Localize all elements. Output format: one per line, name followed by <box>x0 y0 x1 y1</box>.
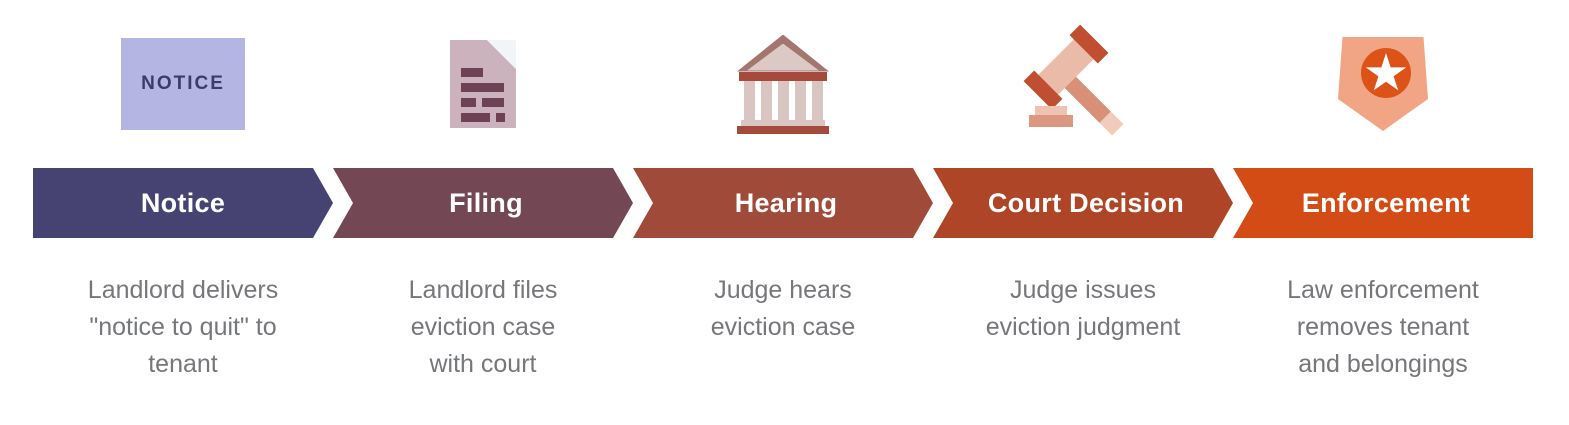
stage-description: Judge hears eviction case <box>710 276 856 341</box>
notice-icon-text: NOTICE <box>141 73 225 94</box>
document-icon <box>450 40 516 128</box>
gavel-sound-block <box>1029 115 1073 127</box>
stage-court-decision: Court Decision Judge issues eviction jud… <box>933 0 1233 383</box>
courthouse-base <box>737 125 829 134</box>
badge-star-icon <box>1338 37 1428 131</box>
stage-description: Law enforcement removes tenant and belon… <box>1287 276 1479 378</box>
courthouse-step <box>741 119 825 126</box>
stage-hearing-icon-area <box>633 0 933 168</box>
stage-description: Landlord delivers "notice to quit" to te… <box>87 276 279 378</box>
stage-filing-icon-area <box>333 0 633 168</box>
courthouse-icon <box>737 34 829 134</box>
stage-filing: Filing Landlord files eviction case with… <box>333 0 633 383</box>
stage-band-notice: Notice <box>33 168 333 238</box>
stage-enforcement: Enforcement Law enforcement removes tena… <box>1233 0 1533 383</box>
gavel-cap <box>1023 70 1063 110</box>
stage-label: Hearing <box>734 187 838 218</box>
document-text-line <box>461 98 476 107</box>
stage-band-filing: Filing <box>333 168 633 238</box>
courthouse-beam <box>739 71 827 81</box>
document-text-line <box>461 113 490 122</box>
stage-enforcement-icon-area <box>1233 0 1533 168</box>
stage-band-enforcement: Enforcement <box>1233 168 1533 238</box>
document-text-line <box>482 98 504 107</box>
gavel-icon <box>1023 24 1139 137</box>
stage-label: Filing <box>449 187 523 218</box>
gavel-sound-block <box>1035 106 1067 115</box>
stage-description: Landlord files eviction case with court <box>408 276 558 378</box>
stage-label: Notice <box>140 187 226 218</box>
stage-label: Enforcement <box>1301 187 1471 218</box>
stage-band-court-decision: Court Decision <box>933 168 1233 238</box>
stage-band-hearing: Hearing <box>633 168 933 238</box>
stage-court-decision-icon-area <box>933 0 1233 168</box>
stage-columns: NOTICE Notice Landlord delivers "notice … <box>33 0 1533 383</box>
gavel-cap <box>1069 24 1109 64</box>
courthouse-columns <box>744 80 823 120</box>
notice-label-icon: NOTICE <box>121 38 245 130</box>
stage-notice-icon-area: NOTICE <box>33 0 333 168</box>
document-text-line <box>461 83 504 92</box>
stage-notice: NOTICE Notice Landlord delivers "notice … <box>33 0 333 383</box>
document-text-line <box>461 68 483 77</box>
stage-label: Court Decision <box>987 187 1185 218</box>
document-text-line <box>496 113 505 122</box>
stage-description: Judge issues eviction judgment <box>985 276 1181 341</box>
stage-hearing: Hearing Judge hears eviction case <box>633 0 933 383</box>
